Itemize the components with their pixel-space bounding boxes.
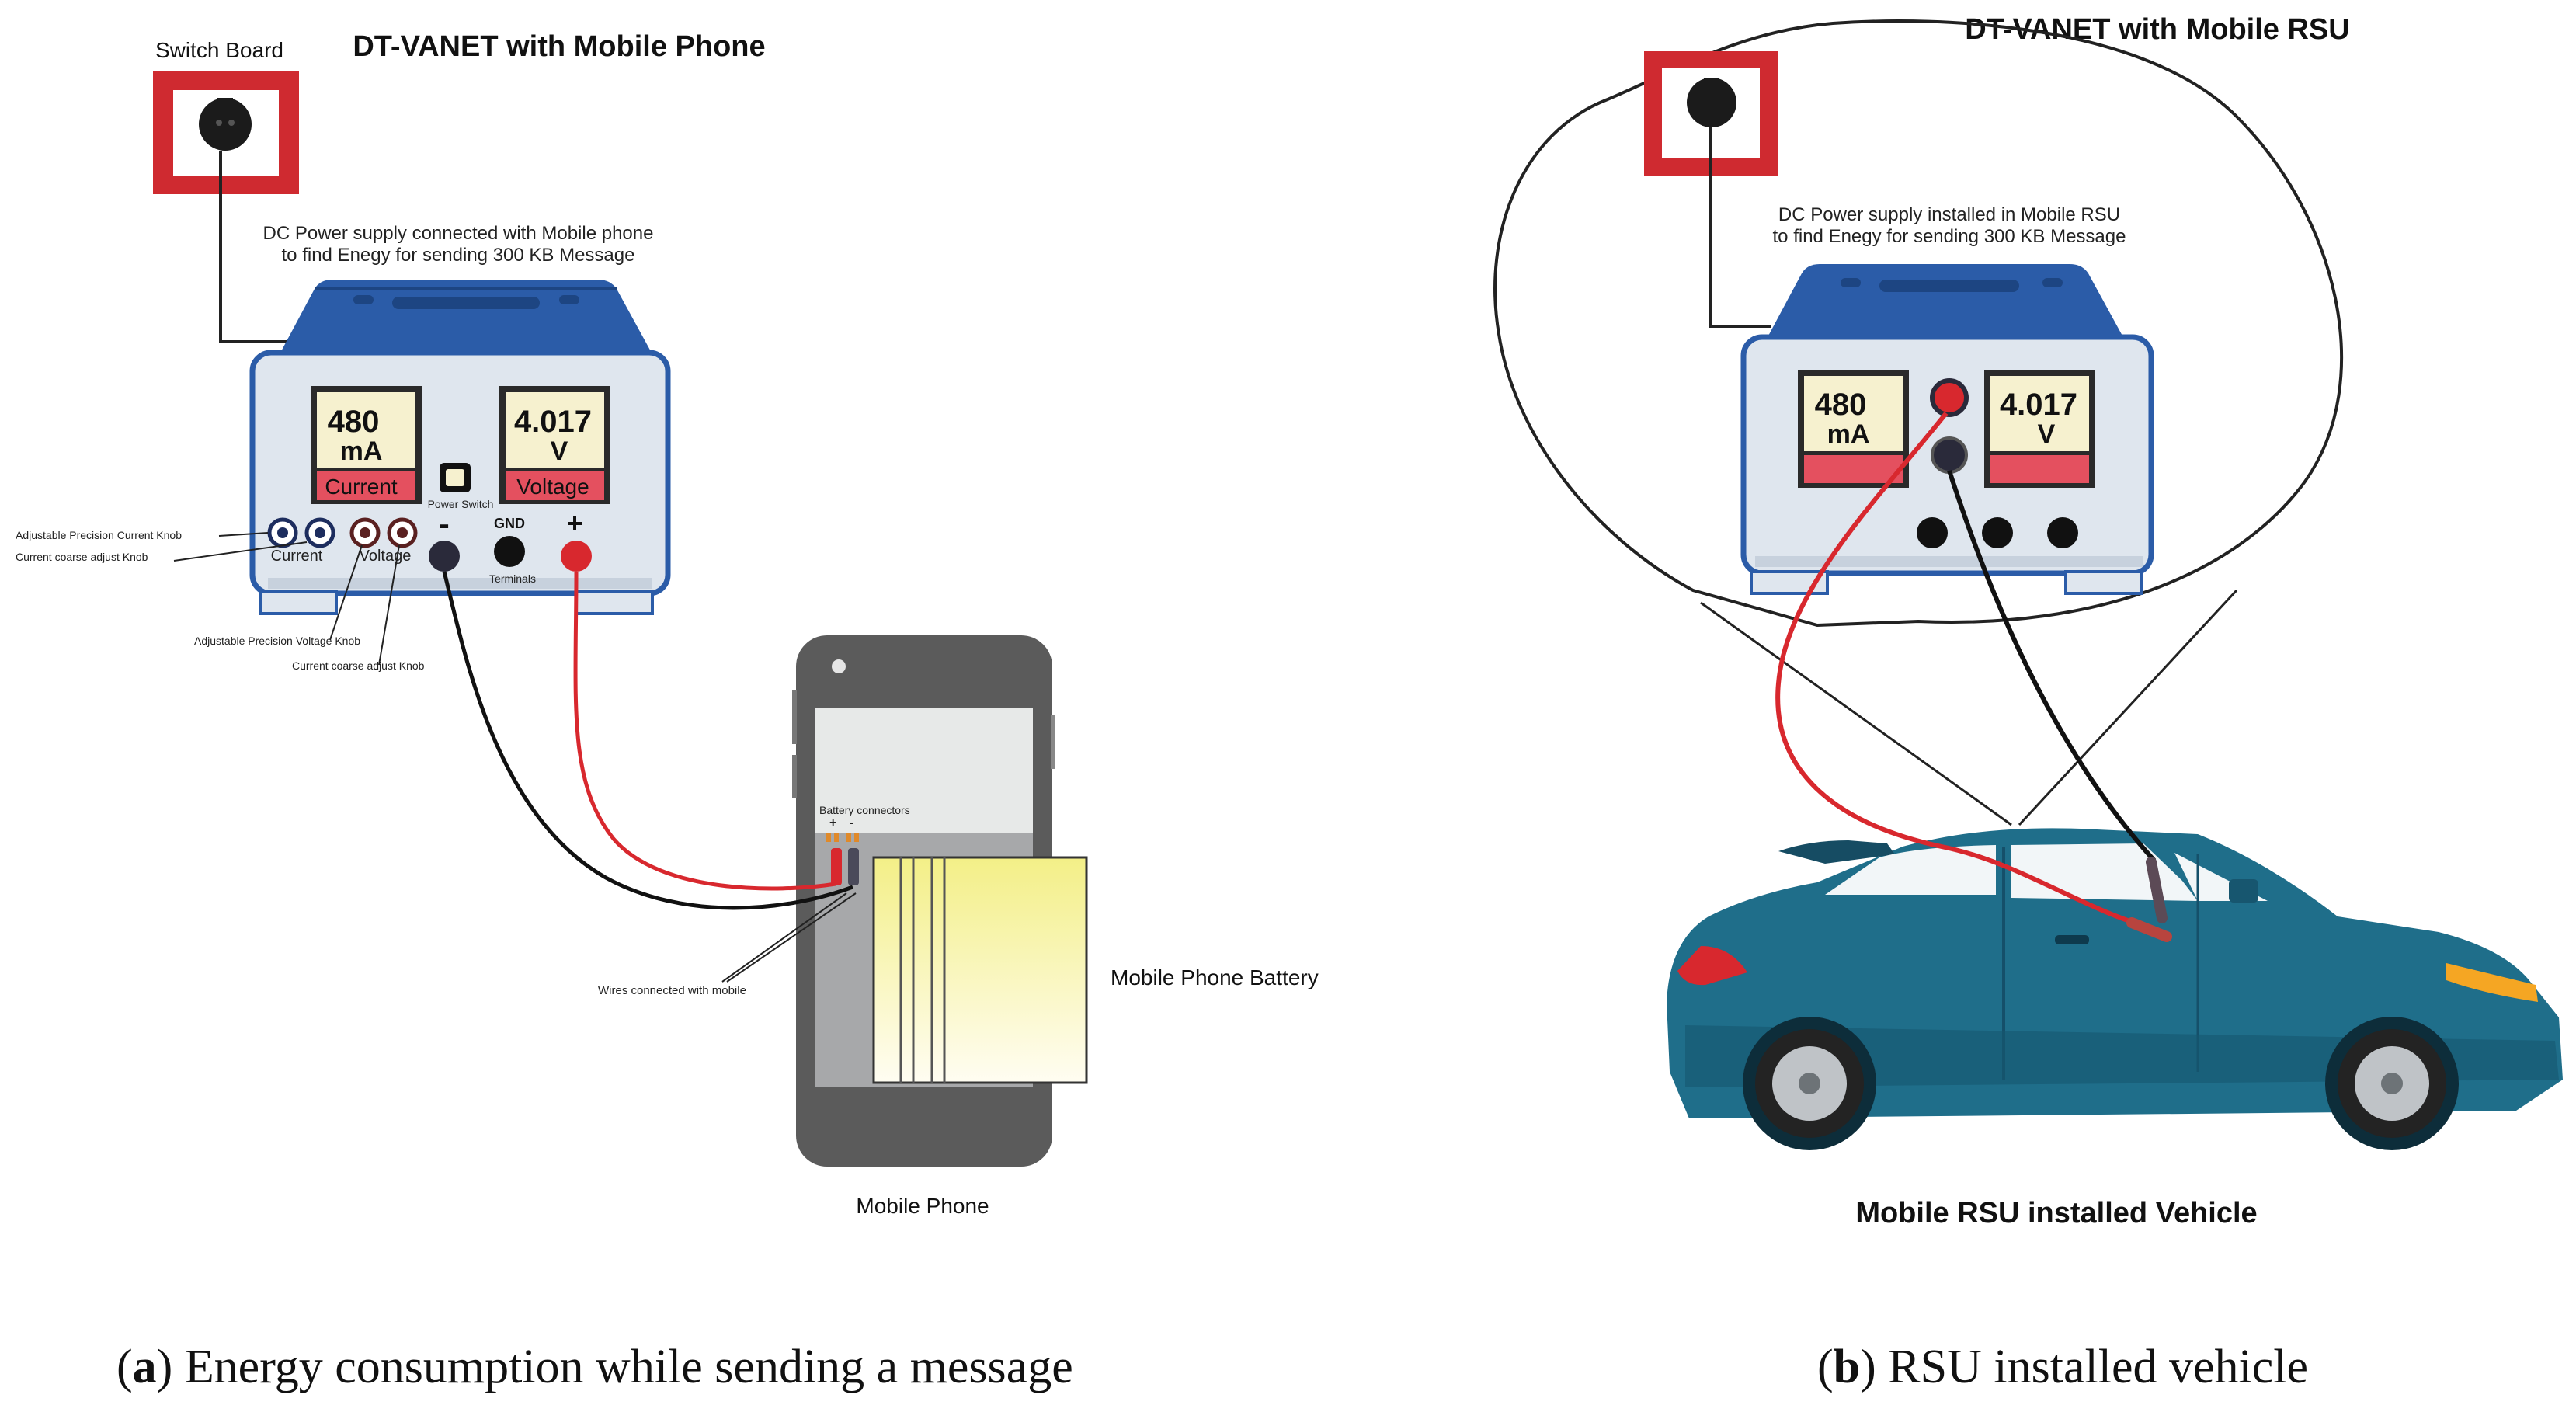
callout-pointer-lines: [1700, 589, 2238, 826]
right-black-probe: [2146, 857, 2168, 923]
right-current-unit: mA: [1827, 419, 1870, 449]
battery-connector-pins: [826, 833, 859, 885]
gnd-terminal[interactable]: [494, 536, 525, 567]
gnd-label: GND: [494, 516, 525, 531]
left-voltage-value: 4.017: [514, 405, 592, 439]
knob-current-label: Current: [271, 548, 323, 565]
left-current-unit: mA: [340, 436, 383, 466]
switch-board-label: Switch Board: [155, 38, 283, 62]
left-voltage-unit: V: [551, 436, 568, 466]
annotation-coarse-current-knob-2: Current coarse adjust Knob: [292, 659, 425, 672]
battery-plus-label: +: [829, 816, 836, 829]
vehicle: [1667, 828, 2563, 1150]
right-mains-cable: [1709, 127, 1771, 328]
positive-terminal[interactable]: [561, 541, 592, 572]
battery-connectors-label: Battery connectors: [819, 804, 910, 816]
plus-symbol: +: [566, 507, 582, 539]
knob-voltage-label: Voltage: [360, 548, 412, 565]
right-voltage-unit: V: [2038, 419, 2056, 449]
caption-a-text: Energy consumption while sending a messa…: [172, 1341, 1072, 1393]
caption-b: (b) RSU installed vehicle: [1817, 1341, 2308, 1393]
caption-a: (a) Energy consumption while sending a m…: [116, 1341, 1073, 1393]
battery-minus-label: -: [850, 816, 853, 829]
annotation-coarse-current-knob: Current coarse adjust Knob: [16, 551, 148, 563]
panel-right: DT-VANET with Mobile RSU DC Power supply…: [1493, 13, 2563, 1393]
caption-a-letter: a: [133, 1341, 157, 1393]
left-current-display: [311, 386, 422, 504]
black-wire: [442, 571, 853, 910]
right-current-value: 480: [1815, 388, 1867, 422]
right-dc-note-line1: DC Power supply installed in Mobile RSU: [1778, 204, 2120, 225]
mains-cable: [219, 151, 295, 343]
minus-symbol: -: [439, 507, 449, 541]
left-current-value: 480: [328, 405, 380, 439]
vehicle-label: Mobile RSU installed Vehicle: [1855, 1197, 2257, 1229]
left-title: DT-VANET with Mobile Phone: [353, 30, 765, 63]
right-panel-knobs[interactable]: [1917, 517, 2078, 548]
red-wire: [573, 571, 836, 891]
panel-left: DT-VANET with Mobile Phone Switch Board …: [16, 30, 1319, 1393]
left-voltage-label: Voltage: [516, 475, 589, 499]
phone-label: Mobile Phone: [856, 1194, 989, 1218]
callout-bubble: [1493, 19, 2343, 628]
right-red-probe: [2126, 917, 2172, 942]
battery-label: Mobile Phone Battery: [1111, 965, 1319, 989]
voltage-knobs[interactable]: [349, 517, 418, 548]
negative-terminal[interactable]: [429, 541, 460, 572]
left-dc-note-line1: DC Power supply connected with Mobile ph…: [263, 223, 654, 244]
mobile-phone-battery: [872, 856, 1088, 1084]
right-voltage-value: 4.017: [2000, 388, 2077, 422]
power-switch-label: Power Switch: [428, 498, 494, 510]
right-dc-note-line2: to find Enegy for sending 300 KB Message: [1773, 226, 2126, 247]
terminals-label: Terminals: [489, 572, 536, 585]
wires-connected-label: Wires connected with mobile: [598, 984, 746, 997]
left-voltage-display: [499, 386, 610, 504]
right-black-wire: [1947, 470, 2157, 863]
switch-board-socket-icon: [153, 71, 299, 194]
wires-annotation-lines: [721, 892, 857, 983]
right-red-wire: [1775, 412, 2150, 930]
power-switch-face: [446, 469, 464, 486]
right-current-display: [1798, 370, 1909, 488]
caption-b-text: RSU installed vehicle: [1876, 1341, 2308, 1393]
annotation-adjustable-current-knob: Adjustable Precision Current Knob: [16, 529, 182, 541]
caption-b-letter: b: [1834, 1341, 1860, 1393]
annotation-lines: [173, 532, 400, 666]
right-positive-terminal[interactable]: [1930, 378, 1969, 417]
right-voltage-display: [1984, 370, 2095, 488]
left-dc-note-line2: to find Enegy for sending 300 KB Message: [282, 245, 635, 266]
annotation-adjustable-voltage-knob: Adjustable Precision Voltage Knob: [194, 635, 360, 647]
left-current-label: Current: [325, 475, 398, 499]
right-negative-terminal[interactable]: [1931, 436, 1968, 474]
